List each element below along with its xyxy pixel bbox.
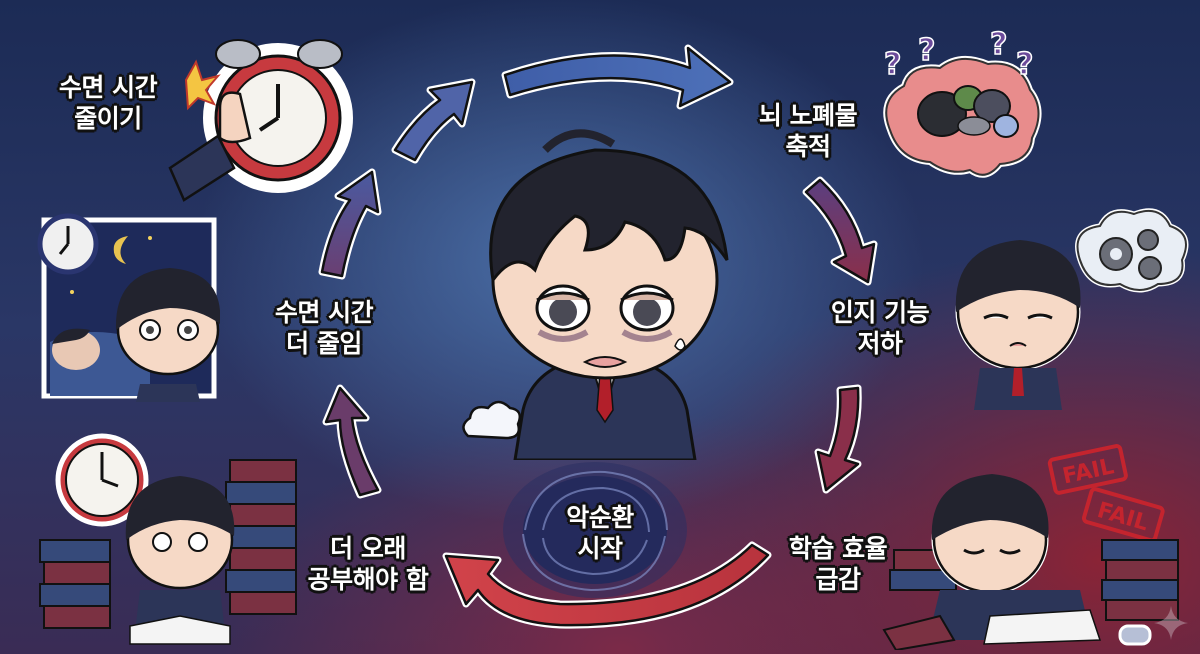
arrow-left-mid-icon bbox=[318, 168, 382, 280]
step-label-line: 급감 bbox=[815, 565, 861, 594]
arrow-right-lower-icon bbox=[814, 384, 862, 494]
hand-grabbing-alarm-clock-illustration bbox=[168, 39, 353, 202]
step-label-cognitive-decline: 인지 기능 저하 bbox=[800, 297, 960, 359]
central-tired-student-illustration bbox=[489, 129, 729, 460]
step-label-study-longer: 더 오래 공부해야 함 bbox=[278, 533, 458, 595]
center-label-cycle-start: 악순환 시작 bbox=[520, 502, 680, 564]
fail-stamp-1: FAIL bbox=[1047, 444, 1128, 495]
step-label-reduce-sleep: 수면 시간 줄이기 bbox=[28, 72, 188, 134]
arrow-left-lower-icon bbox=[322, 384, 382, 499]
step-label-learning-drop: 학습 효율 급감 bbox=[758, 533, 918, 595]
step-label-line: 더 줄임 bbox=[286, 329, 362, 358]
arrow-bottom-icon bbox=[442, 541, 772, 629]
sparkle-watermark-icon bbox=[1154, 606, 1188, 640]
student-with-books-and-clock-illustration bbox=[39, 433, 297, 645]
step-label-line: 저하 bbox=[857, 329, 903, 358]
step-label-line: 인지 기능 bbox=[830, 298, 930, 327]
center-label-line: 악순환 bbox=[566, 503, 634, 532]
question-mark-icon: ? bbox=[918, 33, 935, 68]
step-label-line: 공부해야 함 bbox=[307, 565, 429, 594]
step-label-line: 축적 bbox=[785, 132, 831, 161]
question-mark-icon: ? bbox=[884, 47, 901, 82]
sigh-puff-icon bbox=[462, 400, 521, 440]
arrow-top-icon bbox=[501, 44, 734, 110]
student-awake-at-night-illustration bbox=[37, 213, 220, 402]
fail-stamp-2: FAIL bbox=[1082, 487, 1165, 543]
step-label-line: 수면 시간 bbox=[274, 298, 374, 327]
step-label-line: 뇌 노폐물 bbox=[758, 101, 858, 130]
center-label-line: 시작 bbox=[577, 534, 623, 563]
tired-student-thinking-gears-illustration bbox=[955, 208, 1189, 410]
student-asleep-on-books-illustration: FAIL FAIL bbox=[882, 444, 1179, 650]
step-label-sleep-less: 수면 시간 더 줄임 bbox=[244, 297, 404, 359]
brain-with-garbage-bags-illustration: ? ? ? ? bbox=[883, 30, 1042, 178]
step-label-line: 더 오래 bbox=[330, 534, 406, 563]
step-label-line: 줄이기 bbox=[74, 104, 142, 133]
vortex-icon bbox=[503, 462, 687, 598]
question-mark-icon: ? bbox=[1016, 47, 1033, 82]
step-label-line: 수면 시간 bbox=[58, 73, 158, 102]
step-label-line: 학습 효율 bbox=[788, 534, 888, 563]
question-mark-icon: ? bbox=[990, 30, 1007, 62]
step-label-brain-waste: 뇌 노폐물 축적 bbox=[728, 100, 888, 162]
arrow-right-upper-icon bbox=[802, 176, 878, 286]
arrow-upper-left-icon bbox=[391, 78, 476, 164]
